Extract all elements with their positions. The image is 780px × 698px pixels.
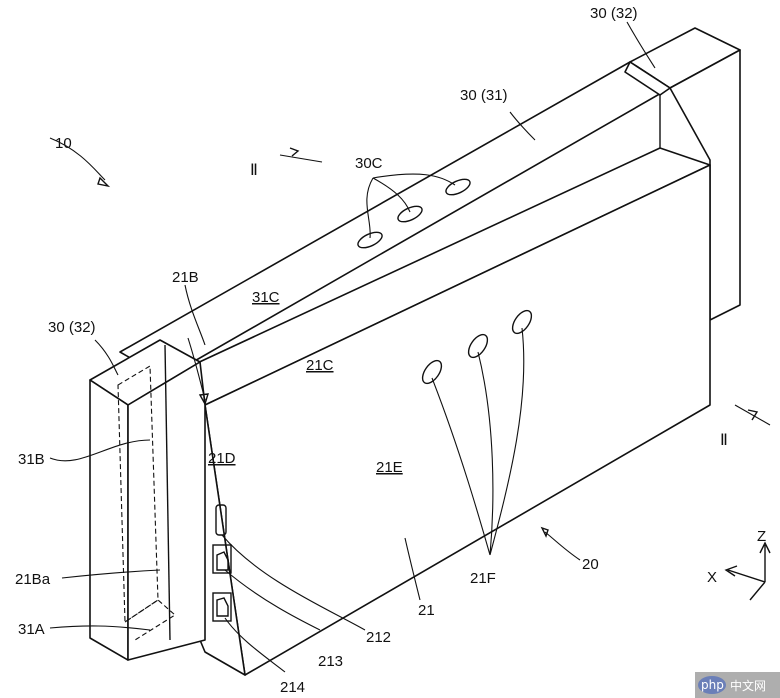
label-21c: 21C <box>306 357 334 374</box>
label-21ba: 21Ba <box>15 571 51 588</box>
hole-21f-2 <box>467 333 489 359</box>
leader-30c <box>366 173 456 239</box>
hole-30c-3 <box>445 178 471 196</box>
label-section-lower: Ⅱ <box>720 432 728 449</box>
leader-21ba <box>61 569 161 579</box>
port-214-detail <box>216 597 229 617</box>
leader-30-31 <box>509 111 536 141</box>
axis-x-arrow <box>724 565 738 577</box>
axis-z-arrow <box>759 541 771 554</box>
hidden-outline-31b <box>117 365 159 624</box>
label-21d: 21D <box>208 450 236 467</box>
label-213: 213 <box>318 653 343 670</box>
leader-30-32-back <box>626 21 656 69</box>
leader-21 <box>404 537 421 601</box>
leader-214 <box>224 617 286 673</box>
watermark-logo-text: php <box>701 678 724 692</box>
watermark: php 中文网 <box>695 672 780 698</box>
arrow-20 <box>540 526 549 538</box>
label-31b: 31B <box>18 451 45 468</box>
port-214 <box>212 592 232 622</box>
module-30-32-back <box>629 27 741 321</box>
leader-31b <box>49 439 151 462</box>
section-line-upper <box>279 154 323 163</box>
label-21b: 21B <box>172 269 199 286</box>
php-logo-icon <box>698 676 726 694</box>
hole-30c-2 <box>397 205 423 223</box>
leader-10 <box>49 137 106 181</box>
leaders <box>49 21 656 673</box>
label-20: 20 <box>582 556 599 573</box>
label-21: 21 <box>418 602 435 619</box>
label-30c: 30C <box>355 155 383 172</box>
label-30-31: 30 (31) <box>460 87 508 104</box>
label-30-32-front: 30 (32) <box>48 319 96 336</box>
label-21e: 21E <box>376 459 403 476</box>
watermark-site-text: 中文网 <box>730 678 766 693</box>
label-214: 214 <box>280 679 305 696</box>
leader-212 <box>221 534 366 631</box>
hole-30c-1 <box>357 231 383 249</box>
hidden-outline-31a <box>124 599 176 641</box>
arrow-21b <box>198 393 209 406</box>
leader-213 <box>224 569 321 631</box>
axes <box>724 541 771 601</box>
port-213 <box>212 544 232 574</box>
hole-21f-3 <box>511 309 533 335</box>
label-axis-x: X <box>707 569 717 586</box>
module-30-32-front <box>89 339 206 661</box>
leader-21f <box>431 327 525 556</box>
hole-21f-1 <box>421 359 443 385</box>
leader-21b <box>184 284 206 346</box>
section-arrow-upper <box>289 147 300 157</box>
label-31a: 31A <box>18 621 45 638</box>
label-30-32-back: 30 (32) <box>590 5 638 22</box>
labels: 10 30 (32) 30 (31) 30 (32) 30C Ⅱ Ⅱ 31C 2… <box>15 5 766 696</box>
label-section-upper: Ⅱ <box>250 162 258 179</box>
section-arrow-lower <box>747 409 759 421</box>
port-212 <box>215 504 227 536</box>
leader-30-32-front <box>94 339 119 376</box>
label-21f: 21F <box>470 570 496 587</box>
module-front-edge <box>164 344 171 641</box>
section-markers <box>279 147 771 426</box>
holes-30c <box>357 178 471 249</box>
module-front-face <box>127 361 206 661</box>
label-31c: 31C <box>252 289 280 306</box>
ports <box>212 504 232 622</box>
label-212: 212 <box>366 629 391 646</box>
section-line-lower <box>734 404 771 426</box>
module-back-side <box>669 49 741 321</box>
port-213-detail <box>216 551 229 571</box>
axis-x-line <box>727 569 766 583</box>
label-10: 10 <box>55 135 72 152</box>
leader-20 <box>544 531 581 561</box>
axis-y-line <box>749 581 766 601</box>
leader-31a <box>49 625 151 631</box>
holes-21f <box>421 309 533 385</box>
module-front-side <box>89 379 129 661</box>
label-axis-z: Z <box>757 528 766 545</box>
arrow-10 <box>97 176 111 188</box>
